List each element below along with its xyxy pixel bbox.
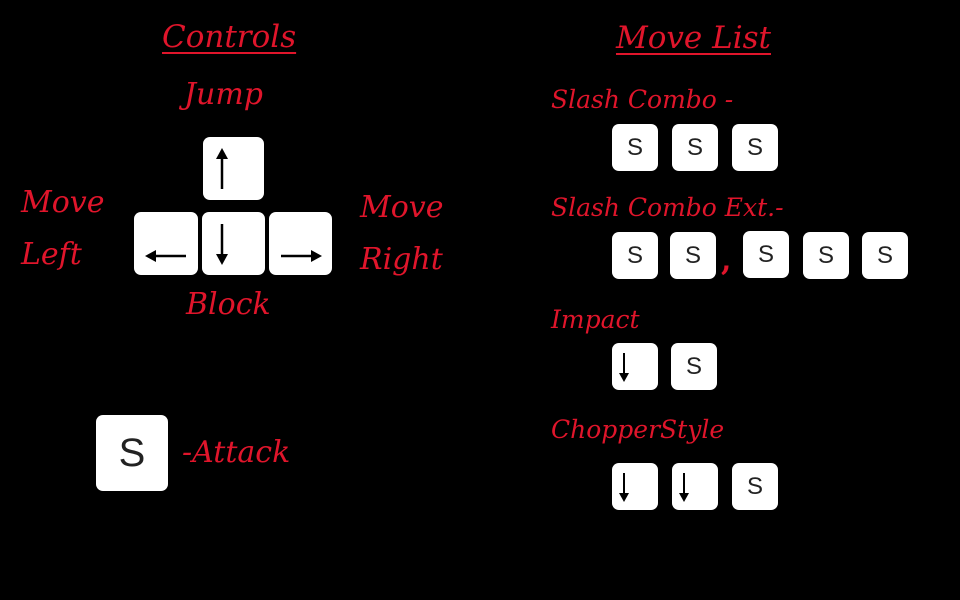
key-separator: ,: [721, 243, 732, 278]
move-key-letter: S: [746, 133, 763, 161]
move-list-heading: Move List: [616, 20, 771, 56]
move-key: S: [672, 124, 718, 171]
move-key: S: [732, 124, 778, 171]
move-left-label-line1: Move: [21, 185, 105, 220]
down-arrow-icon: [619, 472, 629, 502]
move-key-letter: S: [626, 133, 643, 161]
move-key: S: [670, 232, 716, 279]
move-key-letter: S: [626, 241, 643, 269]
move-name-slash-combo: Slash Combo -: [551, 85, 734, 114]
move-key-letter: S: [876, 241, 893, 269]
move-key-down: [612, 343, 658, 390]
move-key: S: [743, 231, 789, 278]
move-key: S: [803, 232, 849, 279]
move-key-letter: S: [746, 472, 763, 500]
block-label: Block: [186, 287, 271, 322]
move-key: S: [612, 124, 658, 171]
right-arrow-icon: [280, 249, 322, 262]
down-arrow-icon: [679, 472, 689, 502]
move-key-letter: S: [817, 241, 834, 269]
move-key: S: [612, 232, 658, 279]
attack-label: -Attack: [182, 435, 291, 470]
left-arrow-icon: [145, 249, 186, 262]
right-arrow-key: [269, 212, 332, 275]
move-key-down: [672, 463, 718, 510]
move-key-letter: S: [685, 352, 702, 380]
move-name-slash-combo-ext: Slash Combo Ext.-: [551, 193, 784, 222]
move-key-letter: S: [757, 240, 774, 268]
attack-key: S: [96, 415, 168, 491]
move-key: S: [862, 232, 908, 279]
move-left-label-line2: Left: [21, 237, 82, 272]
move-key-letter: S: [686, 133, 703, 161]
jump-label: Jump: [184, 77, 263, 112]
down-arrow-icon: [619, 352, 629, 382]
move-right-label-line2: Right: [360, 242, 443, 277]
move-key-down: [612, 463, 658, 510]
left-arrow-key: [134, 212, 198, 275]
move-key-letter: S: [684, 241, 701, 269]
move-name-chopper-style: ChopperStyle: [551, 415, 725, 444]
up-arrow-icon: [215, 147, 228, 189]
controls-heading: Controls: [162, 19, 297, 55]
attack-key-letter: S: [118, 431, 146, 475]
move-key: S: [732, 463, 778, 510]
move-key: S: [671, 343, 717, 390]
down-arrow-key: [202, 212, 265, 275]
move-name-impact: Impact: [551, 305, 640, 334]
move-right-label-line1: Move: [360, 190, 444, 225]
down-arrow-icon: [215, 223, 228, 265]
up-arrow-key: [203, 137, 264, 200]
